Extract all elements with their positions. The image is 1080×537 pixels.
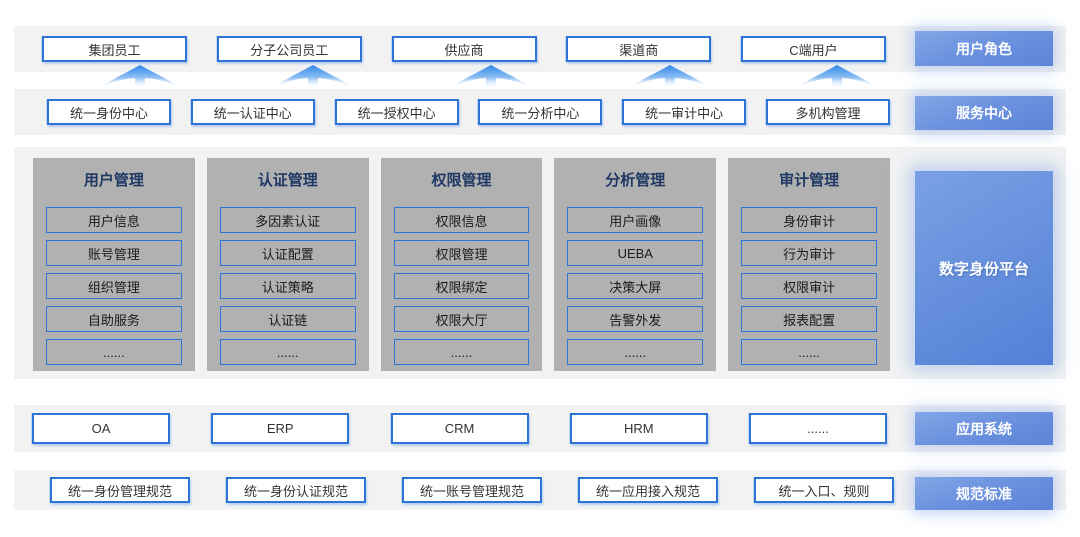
platform-item: 权限管理: [393, 240, 530, 266]
column-items: 用户画像 UEBA 决策大屏 告警外发 ......: [567, 207, 704, 365]
up-arrow-icon: [797, 65, 877, 88]
standard-box: 统一入口、规则: [754, 477, 894, 503]
platform-item: 账号管理: [46, 240, 182, 266]
column-items: 身份审计 行为审计 权限审计 报表配置 ......: [741, 207, 877, 365]
standards-row: 统一身份管理规范 统一身份认证规范 统一账号管理规范 统一应用接入规范 统一入口…: [50, 477, 894, 503]
column-title: 分析管理: [605, 172, 666, 189]
standards-label: 规范标准: [915, 477, 1053, 510]
platform-column-audit-mgmt: 审计管理 身份审计 行为审计 权限审计 报表配置 ......: [728, 158, 890, 371]
service-center-box: 统一身份中心: [47, 99, 171, 125]
app-systems-band: OA ERP CRM HRM ...... 应用系统: [14, 405, 1066, 452]
column-items: 权限信息 权限管理 权限绑定 权限大厅 ......: [393, 207, 530, 365]
user-role-box: 分子公司员工: [216, 36, 362, 62]
platform-column-auth-mgmt: 认证管理 多因素认证 认证配置 认证策略 认证链 ......: [206, 158, 369, 371]
platform-label: 数字身份平台: [915, 171, 1053, 365]
platform-item: 权限绑定: [393, 273, 530, 299]
column-items: 多因素认证 认证配置 认证策略 认证链 ......: [219, 207, 356, 365]
column-title: 审计管理: [779, 172, 840, 189]
user-role-box: 集团员工: [42, 36, 187, 62]
standards-band: 统一身份管理规范 统一身份认证规范 统一账号管理规范 统一应用接入规范 统一入口…: [14, 470, 1066, 510]
up-arrow-icon: [630, 65, 710, 88]
user-roles-band: 集团员工 分子公司员工 供应商 渠道商 C端用户 用户角色: [14, 26, 1066, 72]
platform-item: 权限信息: [393, 207, 530, 233]
platform-item: 组织管理: [46, 273, 182, 299]
up-arrow-icon: [451, 65, 531, 88]
user-role-box: C端用户: [741, 36, 886, 62]
app-system-box: HRM: [569, 413, 708, 444]
app-system-box: ERP: [211, 413, 350, 444]
service-center-band: 统一身份中心 统一认证中心 统一授权中心 统一分析中心 统一审计中心 多机构管理…: [14, 89, 1066, 135]
platform-item: 权限审计: [741, 273, 877, 299]
up-arrow-icon: [100, 65, 180, 88]
column-title: 用户管理: [83, 172, 144, 189]
platform-item: 报表配置: [741, 306, 877, 332]
platform-item: ......: [741, 339, 877, 365]
platform-item: 认证链: [219, 306, 356, 332]
app-system-box: CRM: [390, 413, 529, 444]
platform-item: 行为审计: [741, 240, 877, 266]
service-center-label: 服务中心: [915, 96, 1053, 130]
platform-item: 认证配置: [219, 240, 356, 266]
service-center-row: 统一身份中心 统一认证中心 统一授权中心 统一分析中心 统一审计中心 多机构管理: [47, 96, 890, 128]
platform-item: 自助服务: [46, 306, 182, 332]
app-systems-label: 应用系统: [915, 412, 1053, 445]
platform-band: 用户管理 用户信息 账号管理 组织管理 自助服务 ...... 认证管理 多因素…: [14, 147, 1066, 379]
service-center-box: 多机构管理: [765, 99, 890, 125]
column-items: 用户信息 账号管理 组织管理 自助服务 ......: [46, 207, 182, 365]
app-system-box: ......: [749, 413, 887, 444]
service-center-box: 统一授权中心: [334, 99, 459, 125]
platform-item: 认证策略: [219, 273, 356, 299]
platform-item: ......: [567, 339, 704, 365]
app-systems-row: OA ERP CRM HRM ......: [32, 413, 887, 444]
service-center-box: 统一认证中心: [190, 99, 315, 125]
platform-column-user-mgmt: 用户管理 用户信息 账号管理 组织管理 自助服务 ......: [33, 158, 195, 371]
up-arrow-icon: [273, 65, 353, 88]
platform-item: 权限大厅: [393, 306, 530, 332]
user-roles-label: 用户角色: [915, 31, 1053, 66]
standard-box: 统一身份认证规范: [226, 477, 366, 503]
column-title: 认证管理: [257, 172, 318, 189]
service-center-box: 统一分析中心: [478, 99, 603, 125]
standard-box: 统一账号管理规范: [402, 477, 542, 503]
platform-item: 身份审计: [741, 207, 877, 233]
standard-box: 统一身份管理规范: [50, 477, 190, 503]
platform-item: 用户画像: [567, 207, 704, 233]
platform-item: 告警外发: [567, 306, 704, 332]
user-role-box: 供应商: [391, 36, 537, 62]
platform-item: ......: [46, 339, 182, 365]
platform-item: ......: [219, 339, 356, 365]
platform-item: 用户信息: [46, 207, 182, 233]
platform-item: 决策大屏: [567, 273, 704, 299]
standard-box: 统一应用接入规范: [578, 477, 718, 503]
platform-item: 多因素认证: [219, 207, 356, 233]
platform-columns: 用户管理 用户信息 账号管理 组织管理 自助服务 ...... 认证管理 多因素…: [33, 158, 890, 371]
platform-item: UEBA: [567, 240, 704, 266]
app-system-box: OA: [32, 413, 170, 444]
user-role-box: 渠道商: [566, 36, 712, 62]
platform-column-analysis-mgmt: 分析管理 用户画像 UEBA 决策大屏 告警外发 ......: [554, 158, 717, 371]
user-roles-row: 集团员工 分子公司员工 供应商 渠道商 C端用户: [42, 33, 886, 65]
platform-column-perm-mgmt: 权限管理 权限信息 权限管理 权限绑定 权限大厅 ......: [380, 158, 543, 371]
service-center-box: 统一审计中心: [622, 99, 747, 125]
platform-item: ......: [393, 339, 530, 365]
column-title: 权限管理: [431, 172, 492, 189]
